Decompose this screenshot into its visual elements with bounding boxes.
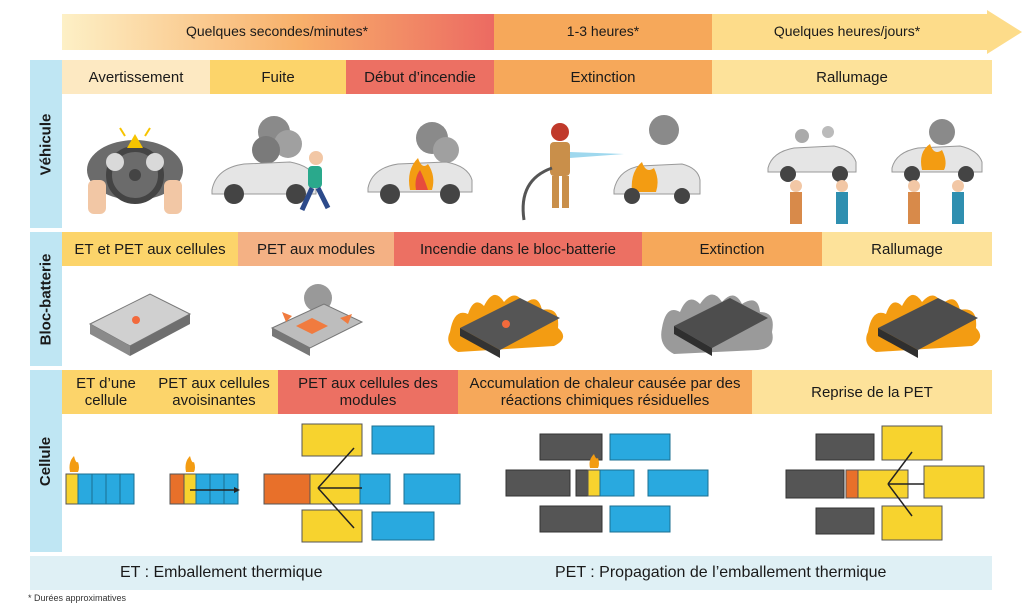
timeline-phase-days: Quelques heures/jours* [773,23,921,39]
timeline-arrow: Quelques secondes/minutes* 1-3 heures* Q… [62,10,1022,54]
vehicle-stage-reignition: Rallumage [712,60,992,94]
vehicle-panel: Avertissement Fuite Début d’incendie Ext… [62,60,992,228]
row-label-pack: Bloc-batterie [30,232,62,366]
pack-panel: ET et PET aux cellules PET aux modules I… [62,232,992,366]
legend-et: ET : Emballement thermique [120,564,323,581]
pack-stage-reignition: Rallumage [822,232,992,266]
row-label-vehicle: Véhicule [30,60,62,228]
pack-stage-cells: ET et PET aux cellules [62,232,238,266]
car-fire-icon [367,122,473,204]
heat-accumulation-cells-icon [505,433,709,533]
cell-stage-single: ET d’une cellule [62,370,150,414]
vehicle-stage-extinction: Extinction [494,60,712,94]
module-cells-propagation-icon [263,423,461,543]
battery-pack-extinguished-icon [661,294,773,356]
vehicle-stage-leak: Fuite [210,60,346,94]
neighbor-cells-propagation-icon [169,456,240,505]
cell-stage-modules: PET aux cellules des modules [278,370,458,414]
cell-stage-neighbors: PET aux cellules avoisinantes [150,370,278,414]
pack-stage-extinction: Extinction [642,232,822,266]
footnote: * Durées approximatives [28,593,127,603]
cell-stage-pet-resume: Reprise de la PET [752,370,992,414]
vehicle-stage-warning: Avertissement [62,60,210,94]
timeline-phase-hours: 1-3 heures* [566,23,640,39]
pack-stage-modules: PET aux modules [238,232,394,266]
single-cell-runaway-icon [65,456,135,505]
dashboard-warning-icon [87,127,183,214]
car-reignition-icon [767,119,983,224]
cell-panel: ET d’une cellule PET aux cellules avoisi… [62,370,992,552]
battery-pack-reignition-icon [866,294,981,358]
timeline-phase-seconds: Quelques secondes/minutes* [185,23,369,39]
car-smoke-icon [211,116,331,212]
battery-pack-icon [88,293,192,356]
vehicle-stage-fire-start: Début d’incendie [346,60,494,94]
legend-pet: PET : Propagation de l’emballement therm… [555,564,887,581]
cell-stage-heat-accumulation: Accumulation de chaleur causée par des r… [458,370,752,414]
firefighter-extinguishing-icon [521,115,701,221]
pet-resumption-cells-icon [785,425,985,541]
pack-stage-fire: Incendie dans le bloc-batterie [394,232,642,266]
battery-module-spread-icon [270,284,364,356]
legend-footer: ET : Emballement thermique PET : Propaga… [30,556,992,590]
battery-pack-fire-icon [448,294,564,358]
row-label-cell: Cellule [30,370,62,552]
